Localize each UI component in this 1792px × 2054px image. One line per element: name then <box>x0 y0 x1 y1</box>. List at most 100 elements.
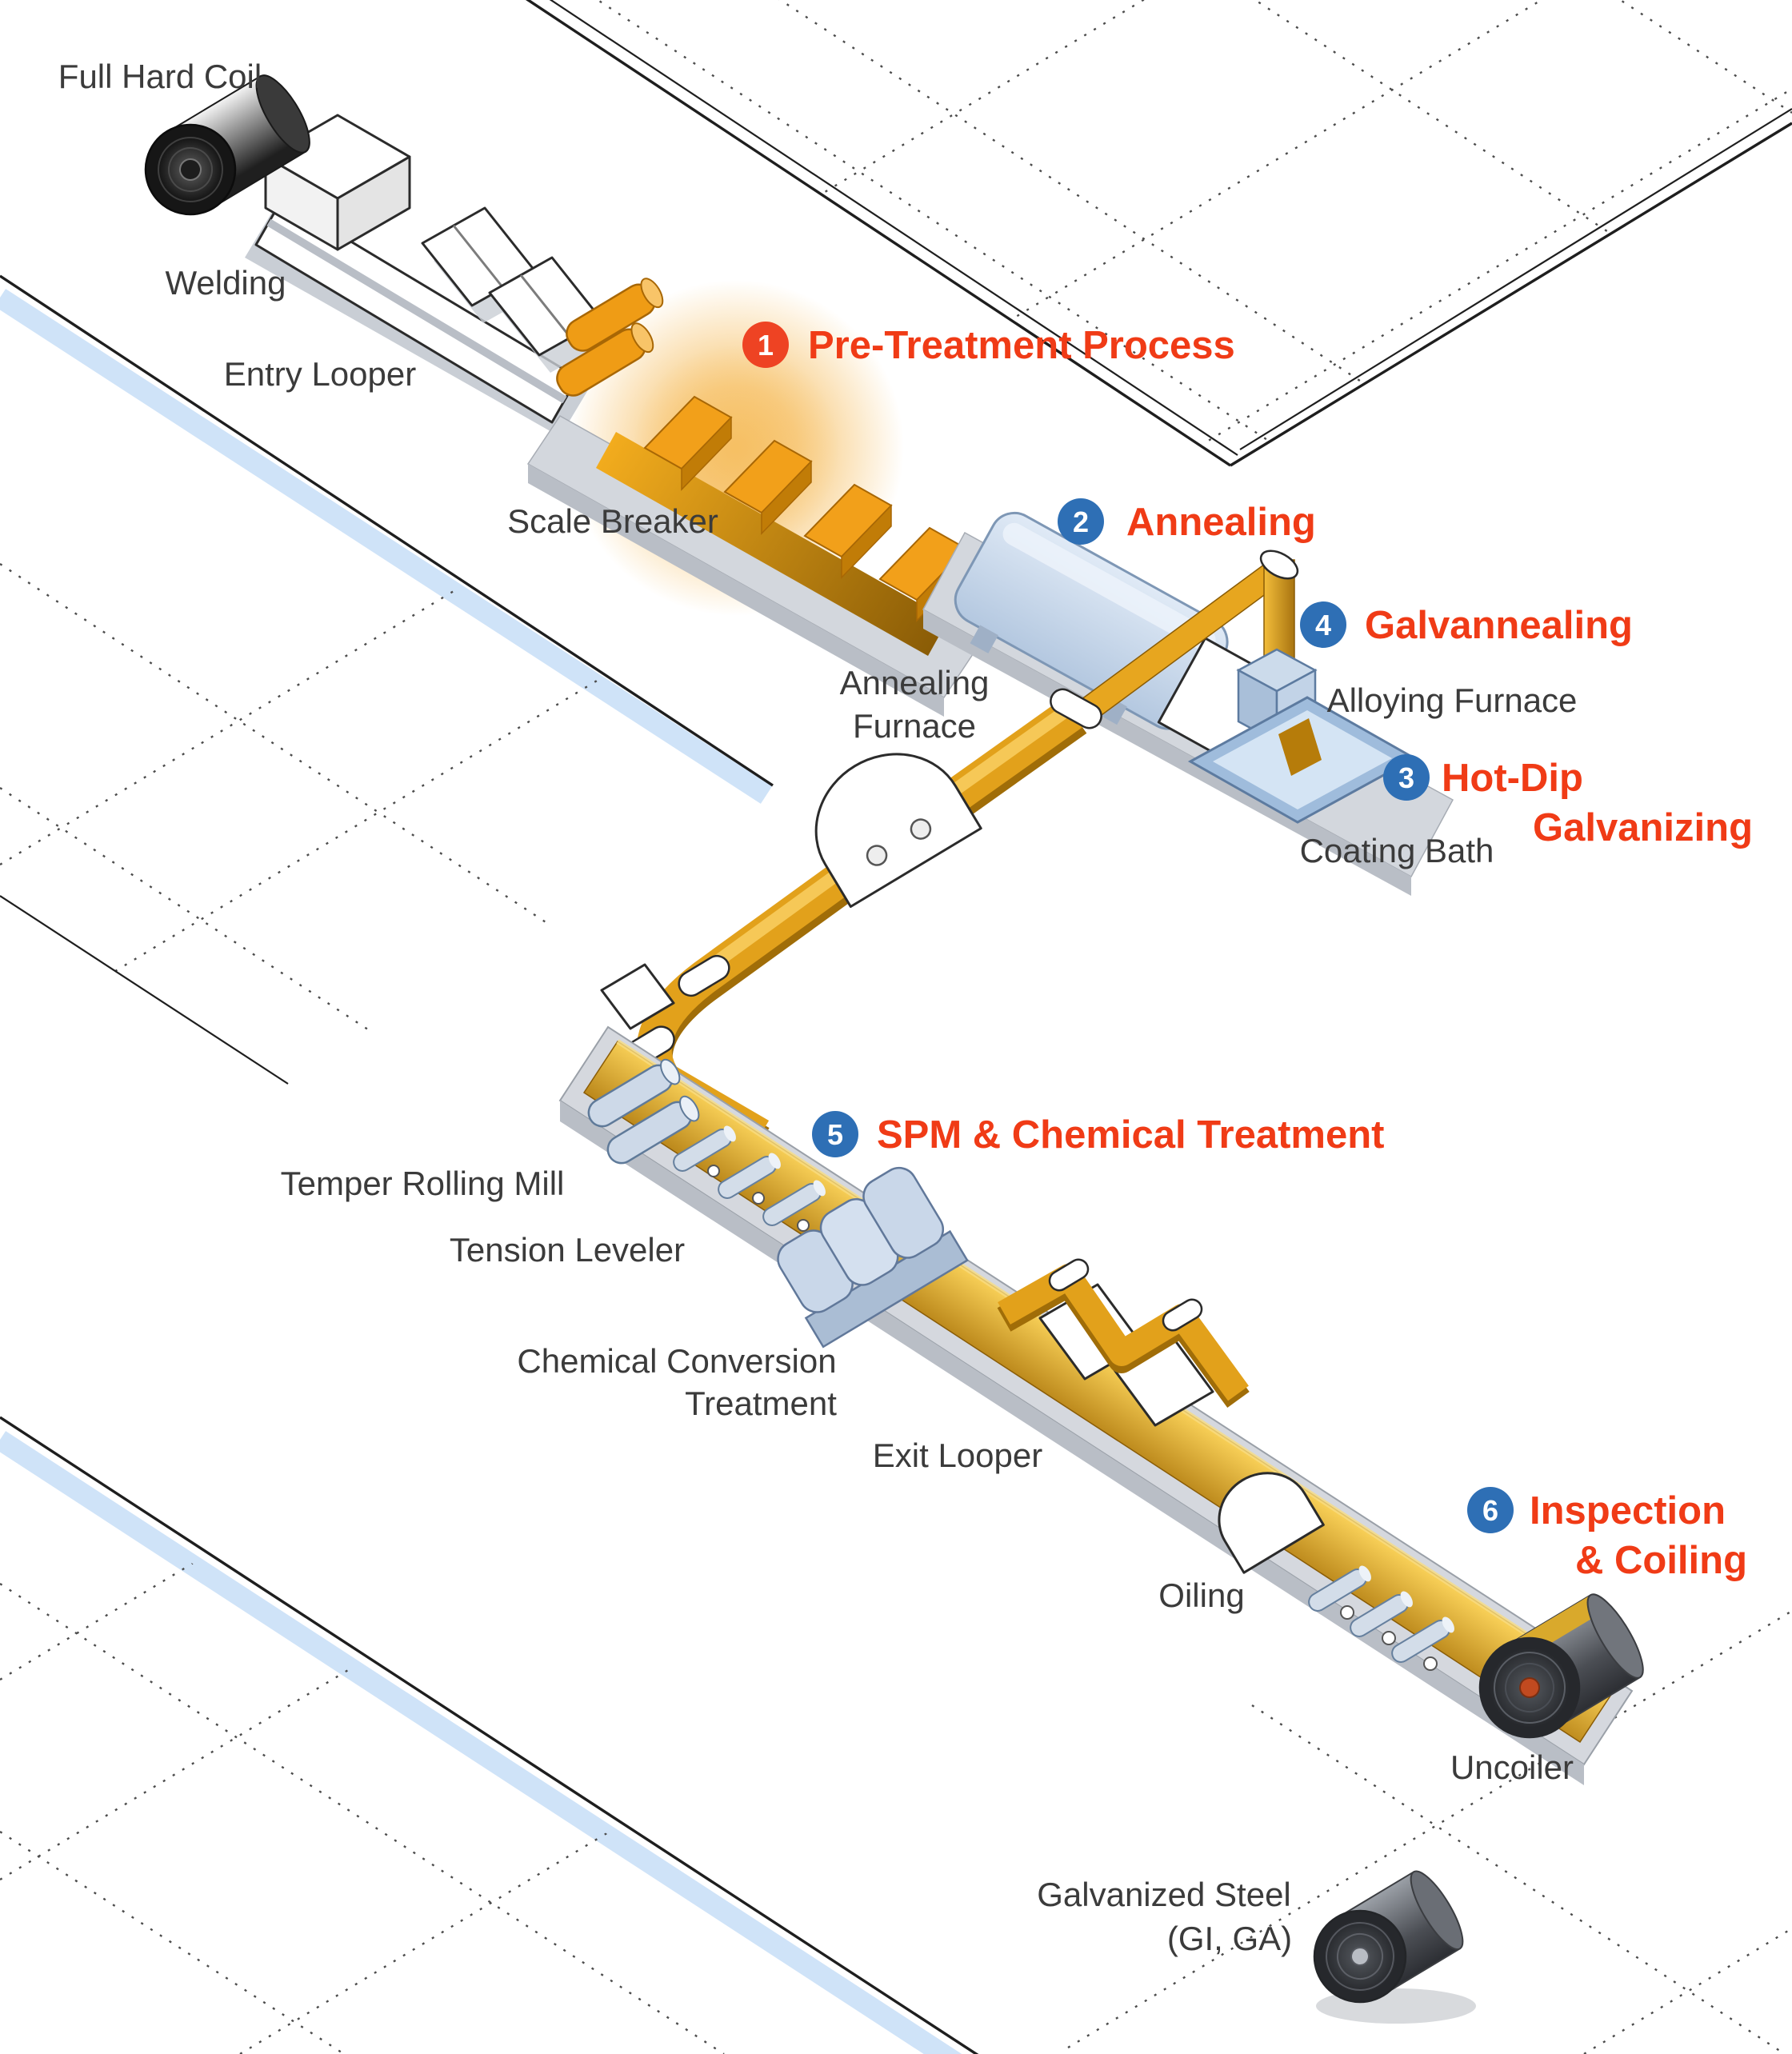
guide-roller <box>1050 688 1102 729</box>
tension-leveler-label: Tension Leveler <box>450 1231 685 1269</box>
chemical-conversion-label-1: Chemical Conversion <box>517 1342 836 1380</box>
step-4-number: 4 <box>1315 609 1331 641</box>
guide-roller <box>1048 1258 1090 1292</box>
oiling-machine <box>1218 1472 1325 1574</box>
leveler-bearing <box>752 1192 765 1205</box>
step-markers: 1 Pre-Treatment Process 2 Annealing 4 Ga… <box>742 322 1753 1582</box>
plane-edge <box>1239 108 1792 450</box>
step-1-badge <box>742 322 789 368</box>
scale-platform-edge <box>528 464 944 717</box>
floor-top-plane <box>520 0 1792 468</box>
grid-dotted-line <box>0 1830 345 2054</box>
scale-ramp <box>723 439 813 535</box>
coil-ring <box>168 147 213 192</box>
grid-dotted-line <box>0 400 768 866</box>
oiling-arch <box>1218 1472 1325 1574</box>
step-6-number: 6 <box>1482 1494 1498 1527</box>
full-hard-coil <box>144 74 310 216</box>
step-3-number: 3 <box>1398 761 1414 794</box>
guide-roller <box>678 954 730 997</box>
step-4-badge <box>1300 601 1346 648</box>
welding-box-right <box>336 155 411 251</box>
uncoiler-hub <box>1519 1677 1540 1698</box>
leveler-bearing <box>797 1219 810 1232</box>
furnace-leg <box>970 625 998 653</box>
scale-ramp <box>643 395 733 491</box>
guide-roller <box>1162 1298 1203 1332</box>
step-5-badge <box>812 1111 858 1157</box>
grid-dotted-line <box>1583 1927 1792 2054</box>
station-labels: Full Hard Coil Welding Entry Looper Scal… <box>58 58 1578 1957</box>
product-label-2: (GI, GA) <box>1167 1920 1292 1957</box>
grid-dotted-line <box>1251 1704 1787 2054</box>
step-6-marker: 6 Inspection & Coiling <box>1467 1487 1747 1582</box>
finishing-bearing <box>1382 1631 1396 1645</box>
exit-looper-label: Exit Looper <box>873 1437 1042 1474</box>
grid-dotted-line <box>1359 0 1792 114</box>
step-2-title: Annealing <box>1126 501 1316 544</box>
floor-blue-strip <box>0 1431 962 2054</box>
leveler-roller <box>718 1153 781 1199</box>
entry-conveyor <box>245 198 589 437</box>
uncoiler-ring <box>1494 1652 1566 1724</box>
step-2-badge <box>1058 498 1104 545</box>
step-1-marker: 1 Pre-Treatment Process <box>742 322 1235 368</box>
step-6-title-1: Inspection <box>1530 1489 1726 1533</box>
grid-dotted-line <box>0 1557 201 1681</box>
scale-roller <box>556 322 654 397</box>
annealing-furnace-label-2: Furnace <box>853 707 976 745</box>
product-coil-ring <box>1337 1933 1383 1980</box>
step-4-title: Galvannealing <box>1365 604 1633 647</box>
chem-slab <box>862 1166 945 1259</box>
step-5-title: SPM & Chemical Treatment <box>877 1113 1384 1157</box>
scale-breaker-label: Scale Breaker <box>507 502 718 540</box>
floor-blue-strip <box>0 289 773 804</box>
uncoiler-ring <box>1505 1663 1554 1712</box>
product-coil-hub <box>1350 1947 1370 1966</box>
finishing-roller <box>1391 1616 1454 1663</box>
plane-edge <box>1230 122 1792 467</box>
temper-rolling-mill <box>587 1058 700 1165</box>
chemical-conversion-machine <box>777 1166 969 1349</box>
mill-roller <box>587 1058 681 1128</box>
leveler-roller <box>762 1180 826 1226</box>
plane-edge <box>549 0 1238 456</box>
step-4-marker: 4 Galvannealing <box>1300 601 1633 648</box>
strip-dip <box>1278 718 1322 776</box>
arch-housing <box>814 753 982 909</box>
scale-roller <box>566 278 664 352</box>
plane-edge <box>0 274 774 787</box>
welding-machine <box>264 114 411 251</box>
conveyor-belt-line <box>266 218 567 404</box>
welding-label: Welding <box>166 264 286 302</box>
step-3-title-1: Hot-Dip <box>1442 757 1583 800</box>
looper-fold <box>519 274 572 338</box>
oiling-label: Oiling <box>1158 1576 1244 1614</box>
coil-ring <box>158 137 223 202</box>
hairpin-plate <box>600 963 675 1030</box>
step-2-marker: 2 Annealing <box>1058 498 1316 545</box>
floor-bottom-plane <box>0 1416 1792 2054</box>
full-hard-coil-label: Full Hard Coil <box>58 58 262 95</box>
chemical-conversion-label-2: Treatment <box>685 1385 837 1422</box>
step-6-badge <box>1467 1487 1514 1533</box>
scale-strip <box>596 432 948 656</box>
uncoiler-label: Uncoiler <box>1450 1748 1574 1786</box>
alloying-furnace-label: Alloying Furnace <box>1327 681 1578 719</box>
step-5-marker: 5 SPM & Chemical Treatment <box>812 1111 1384 1157</box>
cleaning-arch-machine <box>814 753 982 909</box>
finishing-roller <box>1350 1591 1413 1637</box>
scale-ramp <box>803 483 893 579</box>
looper-strip <box>998 1264 1249 1401</box>
entry-looper-label: Entry Looper <box>224 355 416 393</box>
coating-bath-label: Coating Bath <box>1300 832 1494 869</box>
plane-edge <box>0 1416 979 2054</box>
product-coil-ring <box>1326 1922 1394 1991</box>
furnace-highlight <box>1002 522 1216 651</box>
coil-body-end <box>255 74 310 154</box>
arch-porthole <box>910 818 932 840</box>
plane-edge <box>0 895 289 1085</box>
finishing-bearing <box>1340 1605 1354 1620</box>
uncoiler-body-end <box>1586 1593 1644 1679</box>
